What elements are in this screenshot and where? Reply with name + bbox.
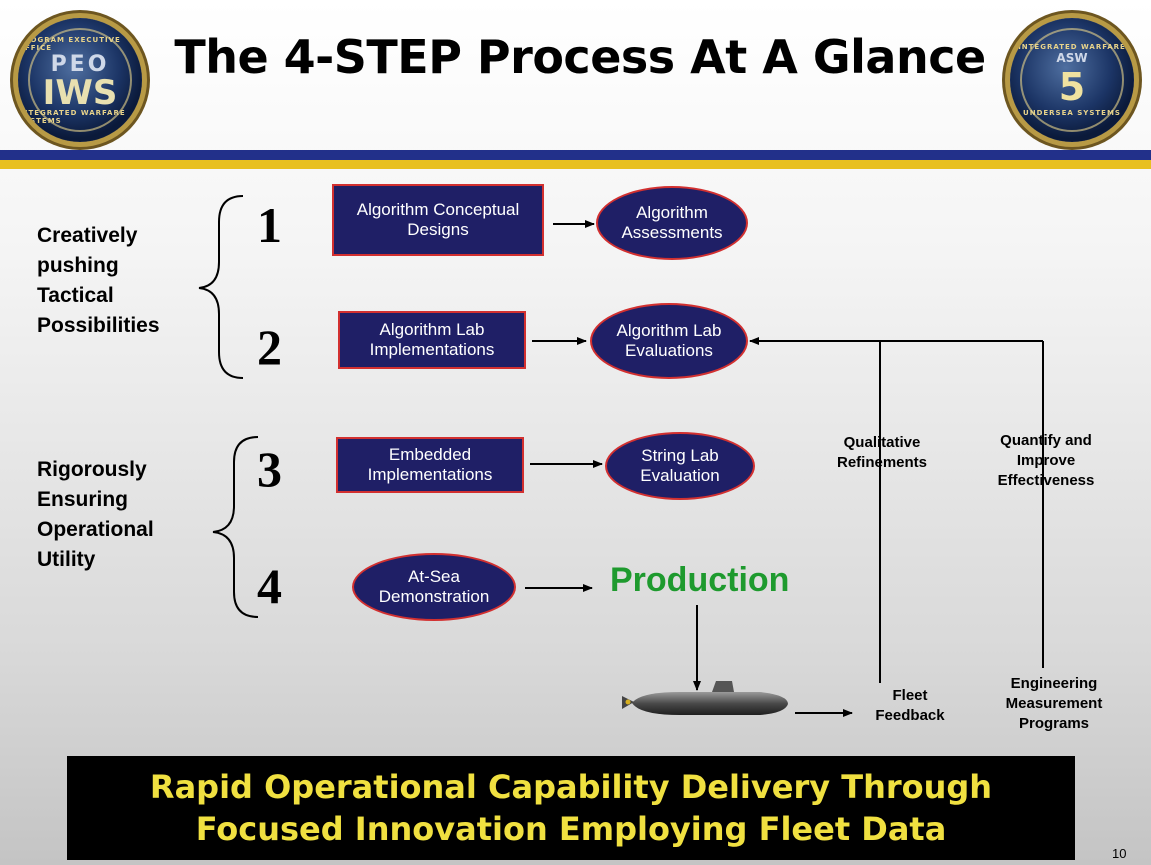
step-number-1: 1 bbox=[257, 197, 282, 253]
qualitative-refinements-label: Qualitative Refinements bbox=[836, 434, 928, 471]
step3-result-oval: String Lab Evaluation bbox=[605, 432, 755, 500]
page-number: 10 bbox=[1112, 846, 1127, 861]
step1-box: Algorithm Conceptual Designs bbox=[332, 184, 544, 256]
iws5-logo: INTEGRATED WARFARE ASW 5 UNDERSEA SYSTEM… bbox=[1010, 18, 1134, 142]
page-title: The 4-STEP Process At A Glance bbox=[174, 30, 986, 84]
production-label: Production bbox=[610, 561, 790, 599]
group1-line4: Possibilities bbox=[37, 314, 160, 337]
header-divider-gold bbox=[0, 160, 1151, 169]
step3-box: Embedded Implementations bbox=[336, 437, 524, 493]
group2-line2: Ensuring bbox=[37, 488, 129, 511]
banner-line1: Rapid Operational Capability Delivery Th… bbox=[149, 768, 993, 806]
quantify-improve-label: Quantify and Improve Effectiveness bbox=[997, 432, 1095, 489]
step4-oval: At-Sea Demonstration bbox=[352, 553, 516, 621]
group2-line1: Rigorously bbox=[37, 458, 147, 481]
step1-result-oval: Algorithm Assessments bbox=[596, 186, 748, 260]
group-label-2: Rigorously Ensuring Operational Utility bbox=[37, 455, 154, 575]
banner-line2: Focused Innovation Employing Fleet Data bbox=[195, 810, 947, 848]
engineering-measurement-label: Engineering Measurement Programs bbox=[1005, 675, 1103, 732]
group-label-1: Creatively pushing Tactical Possibilitie… bbox=[37, 221, 160, 341]
header-divider-blue bbox=[0, 150, 1151, 160]
group1-line1: Creatively bbox=[37, 224, 138, 247]
fleet-feedback-label: Fleet Feedback bbox=[875, 687, 945, 724]
step-number-4: 4 bbox=[257, 558, 282, 614]
submarine-icon bbox=[622, 681, 788, 715]
step2-box: Algorithm Lab Implementations bbox=[338, 311, 526, 369]
step2-result-oval: Algorithm Lab Evaluations bbox=[590, 303, 748, 379]
brace-group-1 bbox=[198, 195, 244, 379]
group1-line2: pushing bbox=[37, 254, 119, 277]
step-number-2: 2 bbox=[257, 319, 282, 375]
brace-group-2 bbox=[212, 436, 259, 618]
group2-line3: Operational bbox=[37, 518, 154, 541]
bottom-banner: Rapid Operational Capability Delivery Th… bbox=[67, 756, 1075, 860]
group1-line3: Tactical bbox=[37, 284, 114, 307]
step-number-3: 3 bbox=[257, 441, 282, 497]
group2-line4: Utility bbox=[37, 548, 96, 571]
peo-iws-logo: PROGRAM EXECUTIVE OFFICE PEO IWS INTEGRA… bbox=[18, 18, 142, 142]
